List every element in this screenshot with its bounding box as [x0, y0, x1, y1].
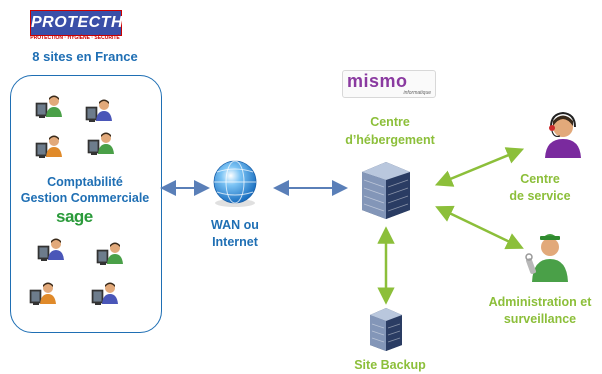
backup-label: Site Backup	[354, 358, 426, 372]
sites-frame	[10, 75, 162, 333]
admin-label-line1: Administration et	[488, 295, 592, 309]
service-label-line1: Centre	[520, 172, 560, 186]
user-icon	[87, 132, 115, 156]
backup-building-icon	[370, 308, 402, 351]
user-icon	[91, 282, 119, 306]
sage-logo: sage	[56, 207, 93, 226]
wan-label-line1: WAN ou	[211, 218, 259, 232]
admin-label: Administration et surveillance	[478, 294, 602, 328]
user-icon	[35, 135, 63, 159]
sites-title: 8 sites en France	[32, 49, 138, 64]
user-icon	[29, 282, 57, 306]
admin-label-line2: surveillance	[503, 312, 577, 326]
globe-icon	[213, 160, 257, 207]
mismo-logo: mismo informatique	[342, 70, 436, 98]
sites-label: Comptabilité Gestion Commerciale	[10, 174, 160, 206]
arrow-hosting-service	[434, 147, 525, 187]
wan-label: WAN ou Internet	[190, 217, 280, 251]
sites-label-line2: Gestion Commerciale	[20, 191, 150, 205]
wan-label-line2: Internet	[212, 235, 258, 249]
datacenter-building-icon	[362, 162, 410, 219]
headset-operator-icon	[545, 111, 581, 158]
user-icon	[85, 99, 113, 123]
user-icon	[35, 95, 63, 119]
hosting-label-line1: Centre	[370, 115, 410, 129]
user-icon	[37, 238, 65, 262]
mismo-logo-tagline: informatique	[403, 90, 431, 96]
service-label: Centre de service	[490, 171, 590, 205]
mismo-logo-name: mismo	[347, 71, 408, 91]
admin-mechanic-icon	[525, 234, 568, 282]
protecthoms-logo-tagline: PROTECTION · HYGIÈNE · SÉCURITÉ	[30, 35, 120, 41]
hosting-label-line2: d’hébergement	[345, 133, 435, 147]
service-label-line2: de service	[509, 189, 571, 203]
hosting-label: Centre d’hébergement	[320, 113, 460, 149]
user-icon	[96, 242, 124, 266]
sites-label-line1: Comptabilité	[47, 175, 123, 189]
arrow-hosting-admin	[435, 205, 524, 250]
